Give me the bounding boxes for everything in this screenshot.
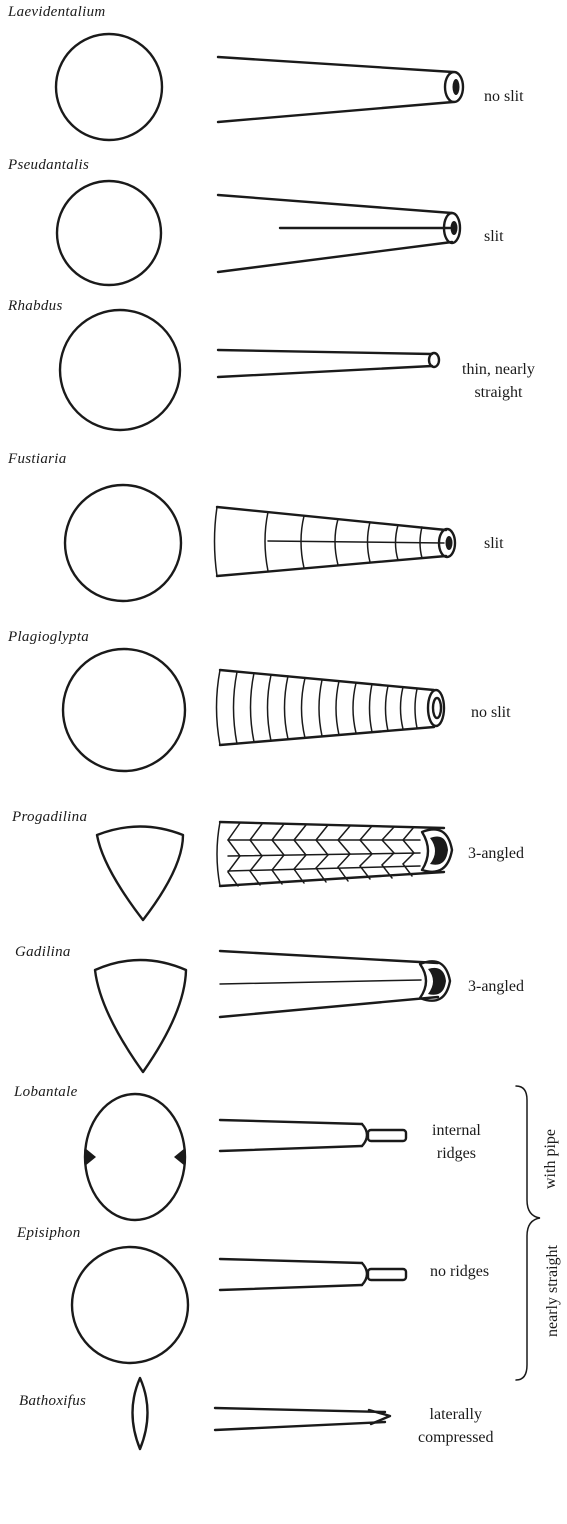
fustiaria-slit-line bbox=[268, 541, 444, 543]
fustiaria-aperture-fill bbox=[446, 536, 453, 550]
laevidentalium-aperture-fill bbox=[453, 79, 460, 95]
episiphon-drawing bbox=[72, 1247, 406, 1363]
bathoxifus-cross-section bbox=[133, 1378, 148, 1449]
pseudantalis-drawing bbox=[57, 181, 460, 285]
rhabdus-drawing bbox=[60, 310, 439, 430]
pseudantalis-cross-section bbox=[57, 181, 161, 285]
plagioglypta-drawing bbox=[63, 649, 444, 771]
lobantale-internal-ridge-left bbox=[85, 1148, 96, 1166]
pseudantalis-aperture-fill bbox=[451, 221, 458, 235]
episiphon-cross-section bbox=[72, 1247, 188, 1363]
progadilina-base bbox=[217, 822, 220, 886]
lobantale-shell-outline bbox=[220, 1120, 362, 1151]
lobantale-apical-pipe bbox=[368, 1130, 406, 1141]
laevidentalium-cross-section bbox=[56, 34, 162, 140]
rhabdus-shell-outline bbox=[218, 350, 432, 377]
gadilina-cross-section bbox=[95, 960, 186, 1072]
progadilina-drawing bbox=[97, 822, 452, 920]
episiphon-shell-end bbox=[362, 1263, 367, 1285]
bathoxifus-shell-outline bbox=[215, 1408, 385, 1430]
plagioglypta-annular-ribs bbox=[217, 670, 418, 745]
progadilina-aperture-fill bbox=[430, 837, 448, 865]
lobantale-internal-ridge-right bbox=[174, 1148, 185, 1166]
pseudantalis-shell-outline bbox=[218, 195, 452, 272]
plagioglypta-cross-section bbox=[63, 649, 185, 771]
gadilina-drawing bbox=[95, 951, 450, 1072]
lobantale-drawing bbox=[85, 1094, 406, 1220]
lobantale-cross-section bbox=[85, 1094, 185, 1220]
laevidentalium-shell-outline bbox=[218, 57, 453, 122]
episiphon-apical-pipe bbox=[368, 1269, 406, 1280]
gadilina-aperture-fill bbox=[428, 968, 446, 995]
gadilina-ridge-line bbox=[220, 980, 421, 984]
lobantale-shell-end bbox=[362, 1124, 367, 1146]
bathoxifus-drawing bbox=[133, 1378, 391, 1449]
laevidentalium-drawing bbox=[56, 34, 463, 140]
fustiaria-drawing bbox=[65, 485, 455, 601]
grouping-brace bbox=[516, 1086, 540, 1380]
rhabdus-aperture bbox=[429, 353, 439, 367]
fustiaria-base bbox=[215, 507, 218, 576]
progadilina-chevron-ribs bbox=[228, 823, 420, 886]
progadilina-cross-section bbox=[97, 827, 183, 921]
plagioglypta-aperture-inner bbox=[433, 698, 441, 718]
fustiaria-cross-section bbox=[65, 485, 181, 601]
episiphon-shell-outline bbox=[220, 1259, 362, 1290]
rhabdus-cross-section bbox=[60, 310, 180, 430]
